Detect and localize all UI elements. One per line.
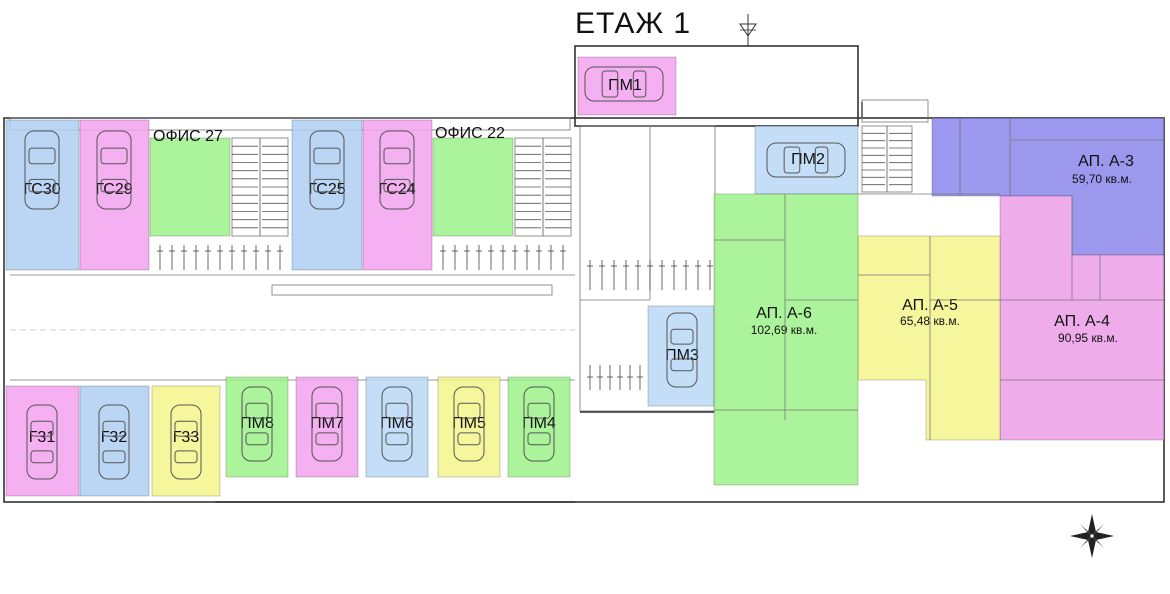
floor-title: ЕТАЖ 1 [575,7,691,40]
svg-text:ОФИС 22: ОФИС 22 [435,125,505,142]
zone-pm1[interactable]: ПМ1 [577,56,677,116]
svg-text:ГС24: ГС24 [378,181,415,198]
zone-pm6[interactable]: ПМ6 [365,376,429,478]
zone-g33[interactable]: Г33 [151,385,221,497]
zone-apartment-a4[interactable]: АП. А-4 90,95 кв.м. [999,195,1165,441]
zone-apartment-a5[interactable]: АП. А-5 65,48 кв.м. [857,235,1001,441]
svg-text:ПМ2: ПМ2 [791,151,825,168]
svg-text:59,70 кв.м.: 59,70 кв.м. [1072,172,1132,186]
zone-g32[interactable]: Г32 [79,385,150,497]
svg-text:ПМ3: ПМ3 [665,347,699,364]
svg-text:ГС25: ГС25 [308,181,345,198]
compass-rose-icon [1070,514,1114,558]
zone-g31[interactable]: Г31 [5,385,80,497]
zone-pm2[interactable]: ПМ2 [754,125,859,195]
zone-office27[interactable]: ОФИС 27 [149,128,231,237]
svg-text:ГС30: ГС30 [23,181,60,198]
interior-walls [580,118,1164,440]
svg-text:ПМ4: ПМ4 [522,415,556,432]
svg-text:ОФИС 27: ОФИС 27 [153,128,223,145]
svg-text:ПМ1: ПМ1 [608,77,642,94]
svg-text:ГС29: ГС29 [95,181,132,198]
building-outline [3,45,1165,503]
zone-pm3[interactable]: ПМ3 [647,305,715,407]
zone-office22[interactable]: ОФИС 22 [432,125,514,237]
zone-pm5[interactable]: ПМ5 [437,376,501,478]
svg-text:ПМ8: ПМ8 [240,415,274,432]
svg-text:ПМ7: ПМ7 [310,415,344,432]
zone-apartment-a3[interactable]: АП. А-3 59,70 кв.м. [931,117,1165,256]
svg-text:Г32: Г32 [101,429,128,446]
zone-gs25[interactable]: ГС25 [291,119,363,271]
zone-gs24[interactable]: ГС24 [362,119,433,271]
zone-pm7[interactable]: ПМ7 [295,376,359,478]
zone-pm8[interactable]: ПМ8 [225,376,289,478]
parking-bay-markings [157,245,713,390]
svg-text:Г33: Г33 [173,429,200,446]
svg-text:ПМ6: ПМ6 [380,415,414,432]
north-arrow-icon [739,14,757,46]
zone-gs30[interactable]: ГС30 [5,119,80,271]
staircase-icon [231,125,913,237]
svg-text:102,69 кв.м.: 102,69 кв.м. [751,323,818,337]
zone-gs29[interactable]: ГС29 [79,119,150,271]
car-icon [24,66,846,480]
svg-text:АП. А-6: АП. А-6 [756,305,812,322]
svg-text:90,95 кв.м.: 90,95 кв.м. [1058,331,1118,345]
svg-text:ПМ5: ПМ5 [452,415,486,432]
svg-text:АП. А-4: АП. А-4 [1054,313,1110,330]
svg-text:АП. А-3: АП. А-3 [1078,153,1134,170]
zone-apartment-a6[interactable]: АП. А-6 102,69 кв.м. [713,193,859,486]
zone-pm4[interactable]: ПМ4 [507,376,571,478]
svg-text:Г31: Г31 [29,429,56,446]
